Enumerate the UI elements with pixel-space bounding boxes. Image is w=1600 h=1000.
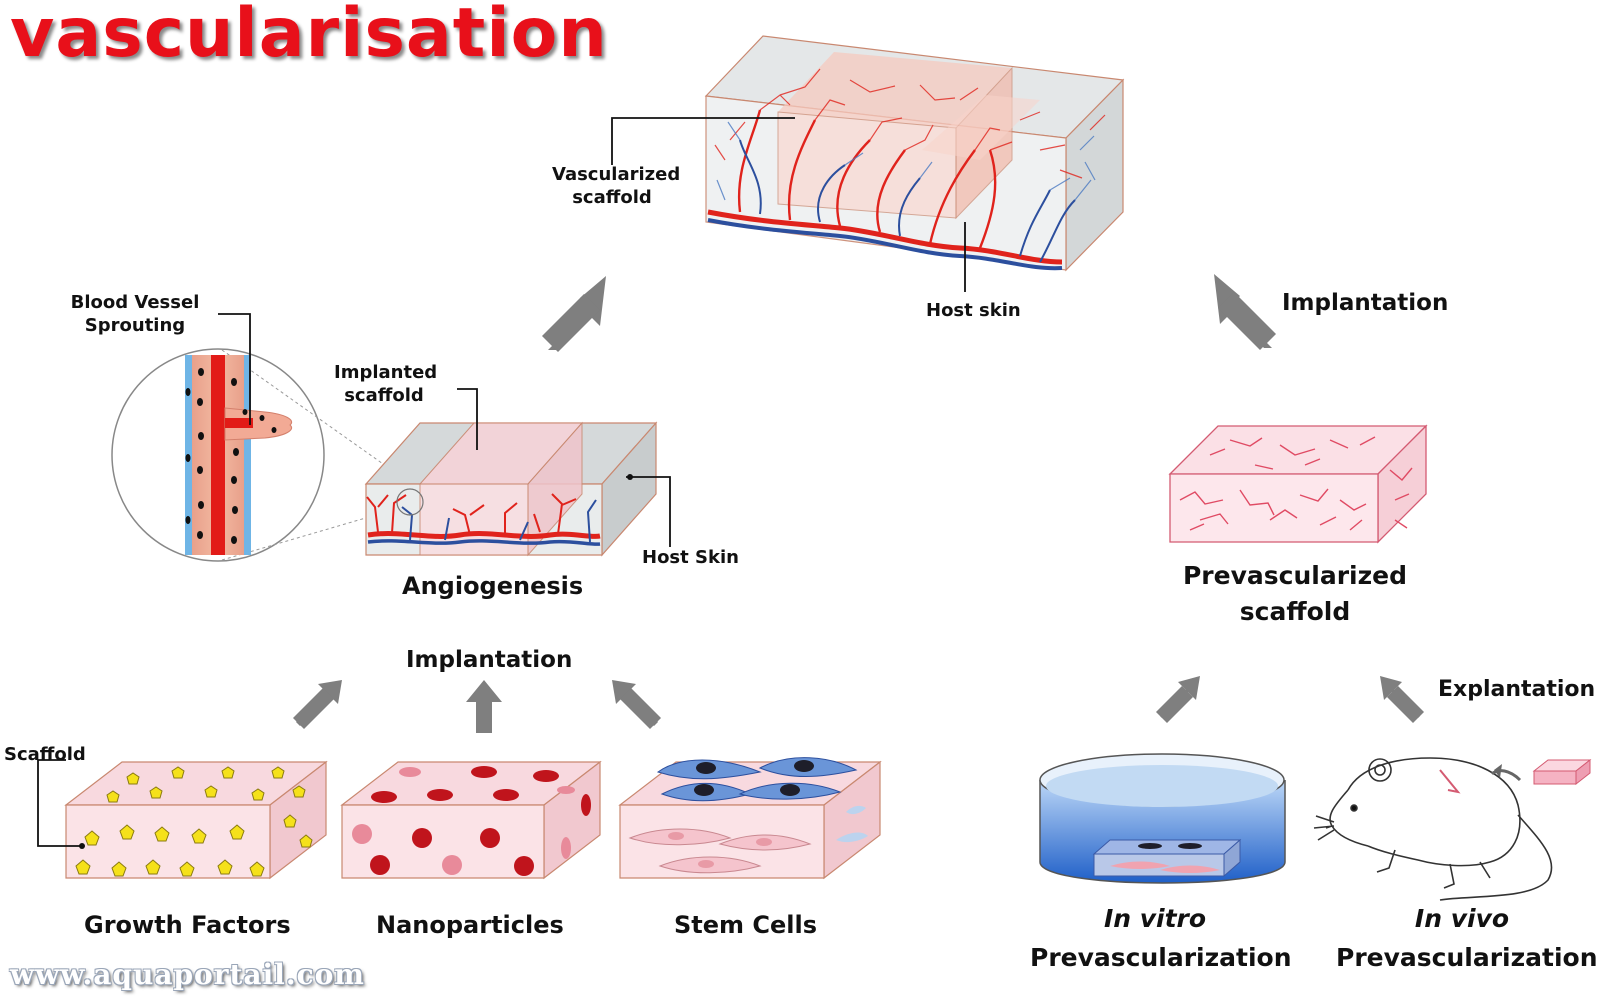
mouse-illustration — [1313, 757, 1553, 901]
vascularized-scaffold-label-line1: Vascularized — [552, 164, 681, 185]
prevascularized-scaffold-block — [1168, 424, 1428, 544]
blood-vessel-label-line1: Blood Vessel — [70, 292, 200, 313]
prevascularized-label-line2: scaffold — [1239, 597, 1351, 627]
in-vitro-label-line1: In vitro — [1103, 904, 1207, 933]
stem-cells-block — [618, 757, 882, 880]
arrow-up-left-large — [1214, 274, 1272, 348]
host-skin-mid-label: Host Skin — [642, 547, 739, 568]
explantation-label: Explantation — [1438, 677, 1596, 702]
implanted-scaffold-label-line1: Implanted — [334, 362, 438, 383]
explanted-scaffold-piece — [1532, 758, 1592, 786]
angiogenesis-label: Angiogenesis — [402, 572, 584, 600]
blood-vessel-label-line2: Sprouting — [84, 314, 186, 336]
prevascularized-scaffold-label: Prevascularized scaffold — [1170, 558, 1420, 631]
implanted-scaffold-label: Implanted scaffold — [334, 362, 438, 407]
vascularized-scaffold-block — [704, 35, 1125, 272]
implantation-center-label: Implantation — [406, 647, 573, 673]
growth-factors-block — [37, 759, 328, 880]
arrow-nanoparticles — [466, 680, 502, 733]
scaffold-label: Scaffold — [4, 744, 86, 765]
petri-dish — [1039, 753, 1286, 884]
in-vivo-label-line2: Prevascularization — [1336, 942, 1598, 972]
vascularized-scaffold-label: Vascularized scaffold — [552, 164, 681, 209]
blood-vessel-sprouting-zoom — [111, 313, 411, 562]
prevascularized-label-line1: Prevascularized — [1182, 561, 1407, 590]
implanted-scaffold-label-line2: scaffold — [344, 384, 424, 406]
in-vitro-label-line2: Prevascularization — [1030, 942, 1292, 972]
page-title: vascularisation — [10, 0, 608, 73]
nanoparticles-label: Nanoparticles — [376, 911, 564, 939]
website-watermark[interactable]: www.aquaportail.com — [10, 958, 365, 991]
implantation-right-label: Implantation — [1282, 290, 1449, 316]
blood-vessel-sprouting-label: Blood Vessel Sprouting — [70, 292, 200, 337]
nanoparticles-block — [340, 760, 602, 880]
arrow-up-right-large — [548, 276, 606, 350]
in-vivo-label: In vivo Prevascularization — [1336, 900, 1598, 978]
growth-factors-label: Growth Factors — [84, 911, 291, 939]
angiogenesis-block — [364, 388, 671, 557]
host-skin-top-label: Host skin — [926, 300, 1021, 321]
in-vitro-label: In vitro Prevascularization — [1030, 900, 1292, 978]
vascularized-scaffold-leader — [611, 117, 795, 165]
stem-cells-label: Stem Cells — [674, 911, 818, 939]
arrows — [293, 274, 1424, 733]
vascularized-scaffold-label-line2: scaffold — [572, 186, 652, 208]
in-vivo-label-line1: In vivo — [1414, 904, 1510, 933]
